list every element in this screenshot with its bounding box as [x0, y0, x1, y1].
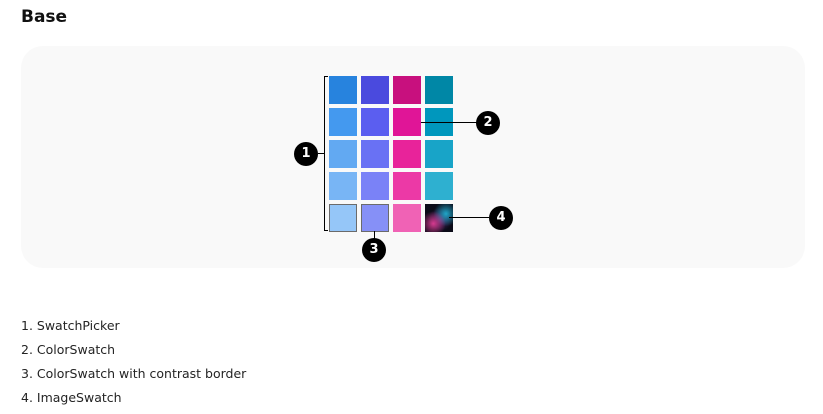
- color-swatch[interactable]: [393, 76, 421, 104]
- callout-3-marker: 3: [362, 238, 386, 262]
- legend-item: 1. SwatchPicker: [21, 318, 120, 333]
- legend-item: 3. ColorSwatch with contrast border: [21, 366, 247, 381]
- color-swatch[interactable]: [361, 172, 389, 200]
- color-swatch[interactable]: [393, 140, 421, 168]
- callout-2-leader: [421, 122, 477, 123]
- color-swatch[interactable]: [361, 108, 389, 136]
- section-title: Base: [21, 7, 68, 27]
- legend-item: 2. ColorSwatch: [21, 342, 116, 357]
- color-swatch[interactable]: [393, 204, 421, 232]
- callout-4-marker: 4: [489, 206, 513, 230]
- legend-item: 4. ImageSwatch: [21, 390, 122, 405]
- color-swatch-contrast-border[interactable]: [329, 204, 357, 232]
- legend-list: 1. SwatchPicker 2. ColorSwatch 3. ColorS…: [21, 314, 246, 410]
- color-swatch[interactable]: [393, 108, 421, 136]
- color-swatch[interactable]: [361, 140, 389, 168]
- image-swatch[interactable]: [425, 204, 453, 232]
- color-swatch[interactable]: [393, 172, 421, 200]
- color-swatch[interactable]: [361, 76, 389, 104]
- color-swatch[interactable]: [425, 76, 453, 104]
- callout-3-leader: [374, 231, 375, 239]
- color-swatch-contrast-border[interactable]: [361, 204, 389, 232]
- color-swatch[interactable]: [425, 172, 453, 200]
- swatch-picker: [329, 76, 453, 232]
- callout-1-marker: 1: [294, 142, 318, 166]
- color-swatch[interactable]: [425, 140, 453, 168]
- color-swatch[interactable]: [329, 76, 357, 104]
- callout-4-leader: [449, 217, 489, 218]
- color-swatch[interactable]: [329, 140, 357, 168]
- color-swatch[interactable]: [329, 172, 357, 200]
- color-swatch[interactable]: [329, 108, 357, 136]
- callout-1-leader: [318, 153, 325, 154]
- callout-2-marker: 2: [476, 111, 500, 135]
